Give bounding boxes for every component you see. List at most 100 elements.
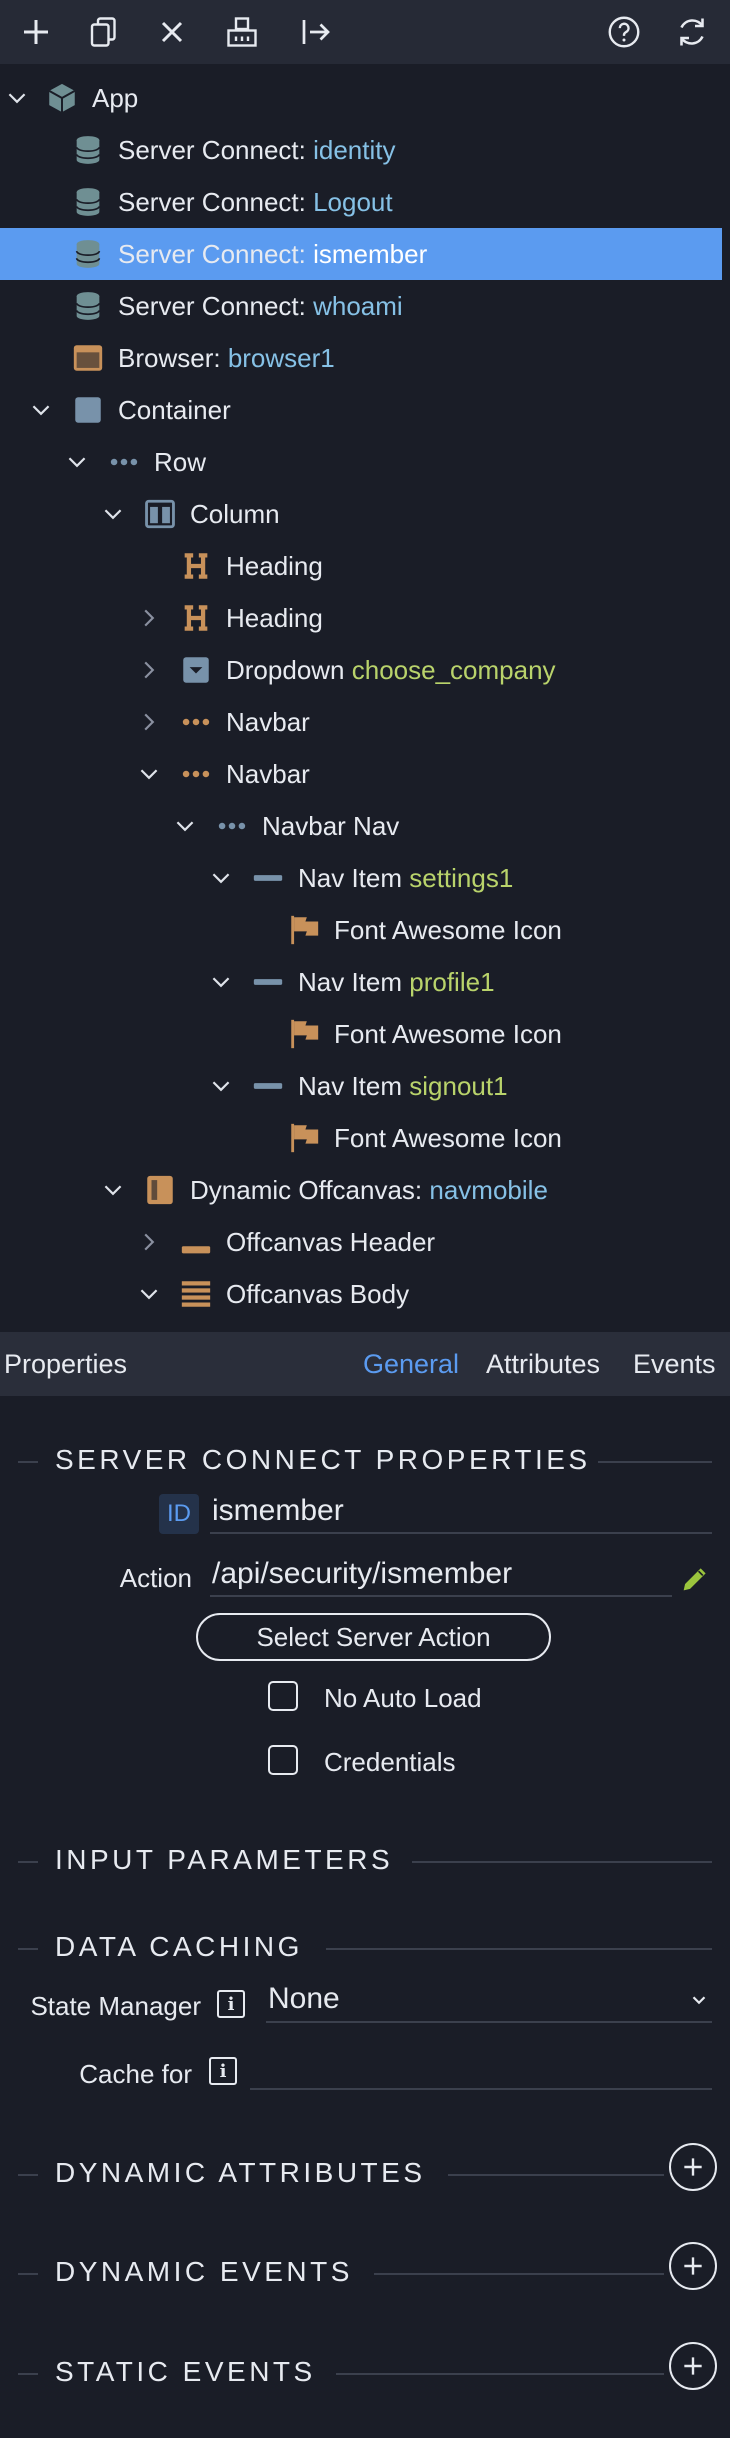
node-name: settings1 xyxy=(409,863,514,893)
node-type: Server Connect: xyxy=(118,239,314,269)
tree-row[interactable]: Offcanvas Header xyxy=(0,1216,722,1268)
database-icon xyxy=(70,288,106,324)
node-name: Logout xyxy=(313,187,393,217)
offcanvas-body-icon xyxy=(178,1276,214,1312)
node-type: Font Awesome Icon xyxy=(334,915,562,945)
pencil-icon[interactable] xyxy=(678,1562,712,1596)
tab-events[interactable]: Events xyxy=(633,1348,716,1379)
add-static-event-button[interactable] xyxy=(669,2342,717,2390)
tree-row-label: Nav Item signout1 xyxy=(298,1071,508,1102)
tree-row[interactable]: Nav Item signout1 xyxy=(0,1060,722,1112)
info-icon[interactable]: i xyxy=(209,2057,237,2085)
refresh-icon[interactable] xyxy=(672,12,712,52)
navbar-nav-dots-icon xyxy=(214,808,250,844)
node-type: Nav Item xyxy=(298,967,410,997)
action-field[interactable]: /api/security/ismember xyxy=(210,1553,672,1597)
chevron-right-icon[interactable] xyxy=(134,707,164,737)
state-manager-label: State Manager xyxy=(30,1991,201,2021)
section-divider xyxy=(18,2174,38,2176)
chevron-down-icon[interactable] xyxy=(206,1071,236,1101)
node-type: Server Connect: xyxy=(118,291,314,321)
add-icon[interactable] xyxy=(16,12,56,52)
chevron-down-icon[interactable] xyxy=(26,395,56,425)
navbar-dots-icon xyxy=(178,756,214,792)
tree-row[interactable]: Font Awesome Icon xyxy=(0,1112,722,1164)
tree-row-label: Row xyxy=(154,447,206,478)
tab-attributes[interactable]: Attributes xyxy=(486,1348,601,1379)
node-type: Browser: xyxy=(118,343,228,373)
tree-row[interactable]: Dropdown choose_company xyxy=(0,644,722,696)
tree-row[interactable]: Row xyxy=(0,436,722,488)
cache-for-field[interactable] xyxy=(250,2046,712,2090)
chevron-down-icon[interactable] xyxy=(170,811,200,841)
node-type: Container xyxy=(118,395,231,425)
tree-row[interactable]: Font Awesome Icon xyxy=(0,904,722,956)
tree-row-label: Offcanvas Body xyxy=(226,1279,409,1310)
section-divider xyxy=(374,2273,664,2275)
delete-icon[interactable] xyxy=(152,12,192,52)
chevron-down-icon[interactable] xyxy=(98,1175,128,1205)
id-field[interactable]: ismember xyxy=(210,1490,712,1534)
chevron-right-icon[interactable] xyxy=(134,603,164,633)
tree-row[interactable]: Column xyxy=(0,488,722,540)
tree-row[interactable]: Heading xyxy=(0,592,722,644)
database-icon xyxy=(70,132,106,168)
chevron-down-icon[interactable] xyxy=(206,863,236,893)
select-server-action-button[interactable]: Select Server Action xyxy=(196,1613,551,1661)
tree-row-label: Server Connect: Logout xyxy=(118,187,393,218)
help-icon[interactable] xyxy=(604,12,644,52)
chevron-right-icon[interactable] xyxy=(134,1227,164,1257)
tree-row[interactable]: Server Connect: identity xyxy=(0,124,722,176)
tree-row[interactable]: App xyxy=(0,72,722,124)
node-type: Font Awesome Icon xyxy=(334,1123,562,1153)
section-title-input-parameters[interactable]: INPUT PARAMETERS xyxy=(55,1844,394,1875)
structure-toolbar xyxy=(0,0,730,64)
chevron-down-icon[interactable] xyxy=(134,1279,164,1309)
duplicate-icon[interactable] xyxy=(84,12,124,52)
chevron-down-icon[interactable] xyxy=(134,759,164,789)
section-divider xyxy=(598,1461,712,1463)
tree-row[interactable]: Offcanvas Body xyxy=(0,1268,722,1320)
node-type: Row xyxy=(154,447,207,477)
tree-row[interactable]: Server Connect: whoami xyxy=(0,280,722,332)
node-name: profile1 xyxy=(409,967,495,997)
tab-general[interactable]: General xyxy=(363,1348,460,1379)
section-divider xyxy=(18,2373,38,2375)
tree-row[interactable]: Browser: browser1 xyxy=(0,332,722,384)
credentials-checkbox[interactable] xyxy=(268,1745,298,1775)
info-icon[interactable]: i xyxy=(217,1990,245,2018)
section-divider xyxy=(336,2373,664,2375)
credentials-label: Credentials xyxy=(324,1747,456,1777)
state-manager-select[interactable]: None xyxy=(266,1977,712,2023)
tree-row[interactable]: Navbar xyxy=(0,748,722,800)
chevron-right-icon[interactable] xyxy=(134,655,164,685)
browser-icon xyxy=(70,340,106,376)
no-auto-load-checkbox[interactable] xyxy=(268,1681,298,1711)
tree-row[interactable]: Heading xyxy=(0,540,722,592)
tree-row[interactable]: Nav Item settings1 xyxy=(0,852,722,904)
add-dynamic-attribute-button[interactable] xyxy=(669,2143,717,2191)
tree-row[interactable]: Dynamic Offcanvas: navmobile xyxy=(0,1164,722,1216)
node-type: Nav Item xyxy=(298,1071,410,1101)
tree-row[interactable]: Font Awesome Icon xyxy=(0,1008,722,1060)
offcanvas-header-icon xyxy=(178,1224,214,1260)
tree-row[interactable]: Navbar Nav xyxy=(0,800,722,852)
add-dynamic-event-button[interactable] xyxy=(669,2242,717,2290)
tree-row[interactable]: Container xyxy=(0,384,722,436)
tree-row[interactable]: Nav Item profile1 xyxy=(0,956,722,1008)
node-type: Server Connect: xyxy=(118,187,314,217)
node-name: browser1 xyxy=(227,343,335,373)
node-name: signout1 xyxy=(409,1071,508,1101)
chevron-down-icon[interactable] xyxy=(98,499,128,529)
node-type: Navbar xyxy=(226,759,310,789)
tree-row[interactable]: Navbar xyxy=(0,696,722,748)
chevron-down-icon[interactable] xyxy=(2,83,32,113)
chevron-down-icon[interactable] xyxy=(206,967,236,997)
tree-row[interactable]: Server Connect: ismember xyxy=(0,228,722,280)
move-out-icon[interactable] xyxy=(296,12,336,52)
tree-row[interactable]: Server Connect: Logout xyxy=(0,176,722,228)
wrap-icon[interactable] xyxy=(222,12,262,52)
node-type: Heading xyxy=(226,551,323,581)
chevron-down-icon[interactable] xyxy=(62,447,92,477)
